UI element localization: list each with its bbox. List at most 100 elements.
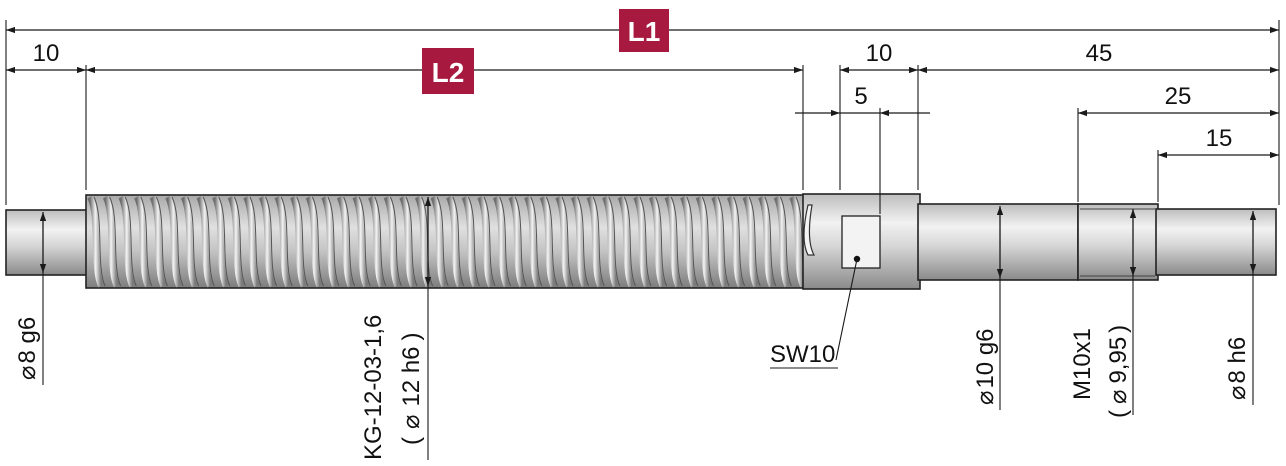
thread-crest xyxy=(695,195,713,288)
thread-crest xyxy=(87,195,104,288)
svg-text:⌀10 g6: ⌀10 g6 xyxy=(972,328,999,405)
thread-crest xyxy=(118,195,136,288)
dim-step: 10 xyxy=(866,40,893,67)
thread-crest xyxy=(633,195,650,288)
callout-thread: M10x1 ( ⌀ 9,95) xyxy=(1069,325,1132,418)
thread-edge xyxy=(733,196,746,287)
badge-l1-text: L1 xyxy=(628,16,661,47)
thread-edge xyxy=(140,196,153,287)
thread-edge xyxy=(93,196,106,287)
thread-crest xyxy=(383,195,401,288)
thread-edge xyxy=(639,196,652,287)
thread-edge xyxy=(545,196,558,287)
thread-edge xyxy=(623,196,636,287)
thread-crest xyxy=(258,195,276,288)
diameter-arrows xyxy=(39,197,1257,460)
thread-edge xyxy=(327,196,340,287)
wrench-flat xyxy=(841,215,881,269)
thread-crest xyxy=(586,195,604,288)
callout-screw: KG-12-03-1,6 (⌀12 h6) xyxy=(360,315,425,460)
thread-crest xyxy=(648,195,666,288)
thread-crest xyxy=(680,195,697,288)
thread-edge xyxy=(405,196,418,287)
thread-crest xyxy=(180,195,198,288)
dim-flat-width: 5 xyxy=(854,83,867,110)
thread-crest xyxy=(134,195,151,288)
thread-edge xyxy=(218,196,231,287)
thread-crest xyxy=(352,195,370,288)
dim-thread-section: 25 xyxy=(1165,83,1192,110)
thread-edge xyxy=(592,196,605,287)
thread-crest xyxy=(461,195,479,288)
screw-thread xyxy=(87,195,808,288)
thread-crest xyxy=(227,195,245,288)
thread-crest xyxy=(555,195,572,288)
callout-thread-spec: M10x1 xyxy=(1069,328,1096,400)
thread-edge xyxy=(187,196,200,287)
thread-edge xyxy=(530,196,543,287)
thread-runout xyxy=(803,204,815,256)
svg-text:⌀8 h6: ⌀8 h6 xyxy=(1224,337,1251,400)
thread-edge xyxy=(467,196,480,287)
thread-edge xyxy=(202,196,215,287)
thread-crest xyxy=(742,195,760,288)
thread-crest xyxy=(539,195,557,288)
svg-text:(⌀9,95): ( ⌀ 9,95) xyxy=(1105,325,1132,418)
end-journal xyxy=(1155,208,1277,276)
thread-edge xyxy=(483,196,496,287)
thread-edge xyxy=(311,196,324,287)
thread-crest xyxy=(212,195,229,288)
thread-crest xyxy=(399,195,416,288)
left-journal xyxy=(5,209,89,276)
callout-wrench-flat: SW10 xyxy=(770,341,835,368)
thread-edge xyxy=(608,196,621,287)
thread-crest xyxy=(711,195,728,288)
thread-crest xyxy=(321,195,338,288)
callout-thread-open: ( xyxy=(1105,410,1132,418)
thread-crest xyxy=(243,195,260,288)
thread-edge xyxy=(701,196,714,287)
thread-crest xyxy=(274,195,292,288)
thread-edge xyxy=(155,196,168,287)
callout-left-journal: ⌀ 8 g6 xyxy=(14,317,41,380)
dimension-values: 10 10 45 5 25 15 xyxy=(33,40,1233,152)
thread-edge xyxy=(280,196,293,287)
badge-l2-text: L2 xyxy=(432,57,465,88)
diameter-symbol: ⌀ xyxy=(398,415,425,429)
thread-crest xyxy=(290,195,307,288)
badge-l2: L2 xyxy=(422,48,474,94)
thread-crest xyxy=(430,195,448,288)
thread-edge xyxy=(686,196,699,287)
diameter-symbol: ⌀ xyxy=(972,391,999,405)
callout-left-journal-dia: 8 g6 xyxy=(14,317,41,364)
callout-thread-dia: 9,95 xyxy=(1105,337,1132,384)
callout-end-journal: ⌀8 h6 xyxy=(1224,337,1251,400)
thread-edge xyxy=(748,196,761,287)
thread-crest xyxy=(446,195,463,288)
callout-screw-open: ( xyxy=(398,437,425,445)
callout-screw-close: ) xyxy=(398,332,425,340)
sw10-leader xyxy=(835,258,858,361)
diameter-symbol: ⌀ xyxy=(14,366,41,380)
thread-crest xyxy=(368,195,385,288)
thread-edge xyxy=(233,196,246,287)
callout-end-journal-dia: 8 h6 xyxy=(1224,337,1251,384)
thread-crest xyxy=(524,195,541,288)
thread-crest xyxy=(165,195,182,288)
thread-crest xyxy=(508,195,526,288)
extension-lines xyxy=(5,20,1280,214)
diameter-symbol: ⌀ xyxy=(1105,390,1132,404)
thread-edge xyxy=(655,196,668,287)
thread-edge xyxy=(436,196,449,287)
callout-bearing-journal: ⌀10 g6 xyxy=(972,328,999,405)
thread-edge xyxy=(358,196,371,287)
callout-thread-close: ) xyxy=(1105,325,1132,333)
badge-l1: L1 xyxy=(619,9,669,52)
bearing-journal xyxy=(917,203,1079,281)
svg-text:⌀8 g6: ⌀ 8 g6 xyxy=(14,317,41,380)
thread-edge xyxy=(109,196,122,287)
thread-edge xyxy=(343,196,356,287)
svg-text:(⌀12 h6): (⌀12 h6) xyxy=(398,332,425,445)
thread-crest xyxy=(149,195,167,288)
shaft xyxy=(5,193,1277,290)
